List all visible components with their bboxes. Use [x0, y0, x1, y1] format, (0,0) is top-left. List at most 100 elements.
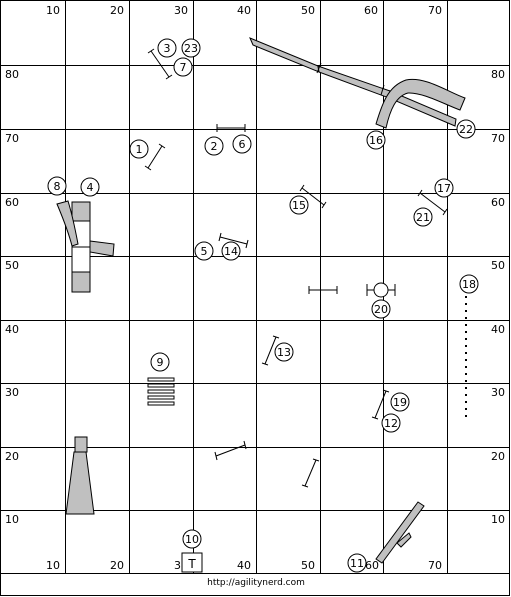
- top-axis-label: 40: [237, 4, 251, 17]
- bar-jump: [417, 189, 448, 216]
- marker-16: 16: [366, 130, 386, 150]
- bar-jump: [261, 335, 280, 366]
- left-axis-label: 20: [5, 450, 19, 463]
- bar-jump: [371, 389, 390, 420]
- a-frame: [71, 201, 91, 293]
- svg-text:9: 9: [157, 356, 164, 369]
- right-axis-label: 80: [491, 68, 505, 81]
- tire-jump: [366, 282, 396, 298]
- svg-text:17: 17: [437, 182, 451, 195]
- marker-10: 10: [182, 529, 202, 549]
- curved-tunnel: [375, 78, 466, 129]
- marker-9: 9: [150, 352, 170, 372]
- footer-url: http://agilitynerd.com: [207, 578, 305, 588]
- right-axis-label: 10: [491, 513, 505, 526]
- svg-text:1: 1: [136, 143, 143, 156]
- left-axis-label: 60: [5, 196, 19, 209]
- spread-jump: [147, 377, 175, 406]
- bar-jump: [308, 286, 338, 294]
- left-axis-label: 40: [5, 323, 19, 336]
- obstacle-markers: 1 2 3 4 5 6 7 8 9 10 11 12 13 14 15 16 1…: [47, 38, 479, 573]
- top-axis-label: 60: [364, 4, 378, 17]
- chute-tunnel: [65, 436, 95, 515]
- svg-text:4: 4: [87, 181, 94, 194]
- svg-text:15: 15: [292, 199, 306, 212]
- svg-text:18: 18: [462, 278, 476, 291]
- marker-15: 15: [289, 195, 309, 215]
- marker-14: 14: [221, 241, 241, 261]
- table-label: T: [187, 557, 196, 571]
- top-axis-label: 70: [428, 4, 442, 17]
- marker-7: 7: [173, 57, 193, 77]
- svg-text:14: 14: [224, 245, 238, 258]
- marker-2: 2: [204, 136, 224, 156]
- jump-bars: [144, 48, 448, 488]
- svg-text:8: 8: [54, 180, 61, 193]
- bar-jump: [301, 458, 320, 488]
- svg-text:10: 10: [185, 533, 199, 546]
- right-axis-label: 20: [491, 450, 505, 463]
- svg-text:16: 16: [369, 134, 383, 147]
- bottom-axis-label: 40: [237, 559, 251, 572]
- svg-text:6: 6: [239, 138, 246, 151]
- marker-1: 1: [129, 139, 149, 159]
- left-axis-label: 70: [5, 132, 19, 145]
- marker-12: 12: [381, 413, 401, 433]
- svg-text:13: 13: [277, 346, 291, 359]
- left-axis-label: 80: [5, 68, 19, 81]
- equipment: T: [56, 37, 467, 573]
- marker-19: 19: [390, 392, 410, 412]
- right-axis-label: 60: [491, 196, 505, 209]
- marker-5: 5: [194, 241, 214, 261]
- bottom-axis-label: 10: [46, 559, 60, 572]
- bar-jump: [214, 440, 247, 461]
- svg-text:20: 20: [374, 303, 388, 316]
- marker-17: 17: [434, 178, 454, 198]
- marker-20: 20: [371, 299, 391, 319]
- marker-21: 21: [413, 207, 433, 227]
- svg-text:12: 12: [384, 417, 398, 430]
- svg-text:3: 3: [164, 42, 171, 55]
- marker-8: 8: [47, 176, 67, 196]
- bar-jump: [299, 184, 327, 209]
- top-axis-label: 50: [301, 4, 315, 17]
- svg-text:22: 22: [459, 123, 473, 136]
- marker-6: 6: [232, 134, 252, 154]
- marker-22: 22: [456, 119, 476, 139]
- bar-jump: [218, 232, 249, 249]
- marker-23: 23: [181, 38, 201, 58]
- marker-11: 11: [347, 553, 367, 573]
- svg-text:2: 2: [211, 140, 218, 153]
- teeter: [375, 501, 425, 564]
- tunnel-segment: [89, 240, 115, 257]
- bottom-axis-label: 60: [365, 559, 379, 572]
- svg-text:23: 23: [184, 42, 198, 55]
- svg-text:11: 11: [350, 557, 364, 570]
- bottom-axis-label: 20: [110, 559, 124, 572]
- right-axis-label: 70: [491, 132, 505, 145]
- bar-jump: [216, 124, 246, 132]
- top-axis-label: 20: [110, 4, 124, 17]
- left-axis-label: 50: [5, 259, 19, 272]
- bottom-axis-label: 50: [301, 559, 315, 572]
- marker-4: 4: [80, 177, 100, 197]
- bottom-axis-label: 70: [428, 559, 442, 572]
- right-axis-label: 30: [491, 386, 505, 399]
- marker-13: 13: [274, 342, 294, 362]
- marker-3: 3: [157, 38, 177, 58]
- marker-18: 18: [459, 274, 479, 294]
- right-axis-label: 40: [491, 323, 505, 336]
- tunnel-segment: [56, 200, 79, 247]
- pause-table: T: [181, 552, 203, 573]
- bar-jump: [147, 48, 173, 80]
- left-axis-label: 30: [5, 386, 19, 399]
- svg-text:19: 19: [393, 396, 407, 409]
- left-axis-label: 10: [5, 513, 19, 526]
- axis-labels: 10 20 30 40 50 60 70 10 20 30 40 50 60 7…: [5, 4, 505, 572]
- right-axis-label: 50: [491, 259, 505, 272]
- svg-text:21: 21: [416, 211, 430, 224]
- svg-text:5: 5: [201, 245, 208, 258]
- svg-text:7: 7: [180, 61, 187, 74]
